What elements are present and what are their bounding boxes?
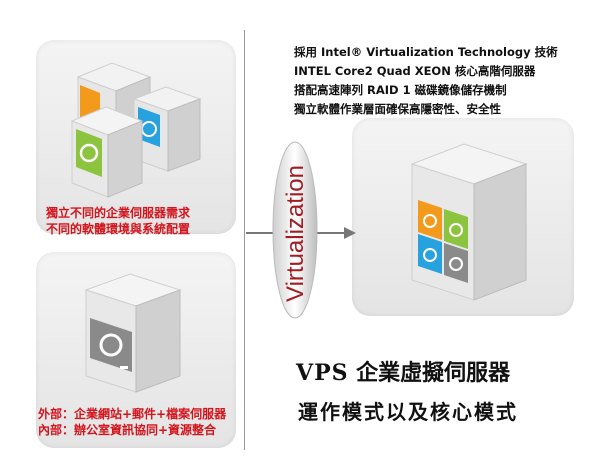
server-blue-icon <box>132 86 202 172</box>
vps-subtitle: 運作模式以及核心模式 <box>298 400 518 424</box>
caption-bottom-line1: 外部：企業網站+郵件+檔案伺服器 <box>38 407 227 421</box>
caption-top-line2: 不同的軟體環境與系統配置 <box>46 222 191 236</box>
ribbon-text: Virtualization <box>282 165 309 302</box>
vps-title: VPS 企業虛擬伺服器 <box>296 358 510 389</box>
caption-top: 獨立不同的企業伺服器需求 不同的軟體環境與系統配置 <box>46 205 190 237</box>
feature-item: 搭配高速陣列 RAID 1 磁碟鏡像儲存機制 <box>294 83 507 97</box>
virtualization-ribbon: Virtualization <box>272 141 318 319</box>
vertical-divider <box>244 30 245 450</box>
flow-arrow-head <box>344 227 356 239</box>
feature-item: 採用 Intel® Virtualization Technology 技術 <box>294 45 558 59</box>
feature-item: 獨立軟體作業層面確保高隱密性、安全性 <box>294 102 501 116</box>
server-group-colored <box>70 62 202 198</box>
feature-list: 採用 Intel® Virtualization Technology 技術 I… <box>294 43 558 119</box>
vps-title-latin: VPS <box>296 360 349 386</box>
vps-title-cjk: 企業虛擬伺服器 <box>356 361 511 386</box>
server-gray-icon <box>84 273 182 393</box>
caption-top-line1: 獨立不同的企業伺服器需求 <box>46 206 191 220</box>
caption-bottom: 外部：企業網站+郵件+檔案伺服器 內部：辦公室資訊協同+資源整合 <box>38 406 226 438</box>
caption-bottom-line2: 內部：辦公室資訊協同+資源整合 <box>38 423 217 437</box>
server-green-icon <box>70 106 144 198</box>
feature-item: INTEL Core2 Quad XEON 核心高階伺服器 <box>294 64 536 78</box>
server-virtual-icon <box>410 143 528 301</box>
